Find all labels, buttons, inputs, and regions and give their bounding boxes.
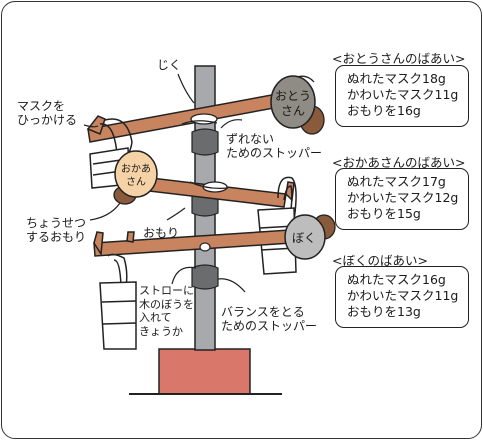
me-wet-mask: ぬれたマスク16g: [347, 272, 446, 287]
label-weight: おもり: [143, 226, 180, 240]
mother-weight-value: おもりを15g: [347, 206, 421, 221]
mother-weight-label-line2: さん: [126, 176, 146, 188]
father-weight-value: おもりを16g: [347, 103, 421, 118]
father-case-title: <おとうさんのばあい>: [332, 51, 466, 66]
mother-wet-mask: ぬれたマスク17g: [347, 174, 446, 189]
me-weight: [284, 214, 336, 260]
mother-weight: [113, 150, 158, 205]
leader-stopper-balance: [217, 278, 246, 293]
label-hook: マスクを ひっかける: [17, 99, 78, 127]
father-weight-label-line1: おとう: [275, 89, 311, 103]
leader-adjust-weight: [89, 202, 121, 221]
leader-shaft: [177, 73, 195, 104]
leader-stopper-slip: [220, 119, 243, 129]
stopper-3: [191, 264, 219, 290]
me-dry-mask: かわいたマスク11g: [347, 288, 459, 303]
father-dry-mask: かわいたマスク11g: [347, 87, 459, 102]
me-case-box: ぬれたマスク16g かわいたマスク11g おもりを13g: [335, 266, 469, 328]
arm-top: [86, 91, 291, 143]
mother-dry-mask: かわいたマスク12g: [347, 190, 459, 205]
me-weight-value: おもりを13g: [347, 304, 421, 319]
father-case-box: ぬれたマスク18g かわいたマスク11g おもりを16g: [335, 65, 469, 127]
stopper-1: [191, 128, 219, 156]
father-weight: [270, 75, 325, 135]
father-wet-mask: ぬれたマスク18g: [347, 71, 446, 86]
label-stopper-balance: バランスをとる ためのストッパー: [221, 305, 318, 333]
me-weight-label: ぼく: [292, 231, 316, 245]
leader-straw: [171, 266, 197, 285]
label-adjust-weight: ちょうせつ するおもり: [26, 216, 87, 244]
me-case-title: <ぼくのばあい>: [332, 253, 428, 268]
mask-bottom: [99, 253, 137, 350]
stand-base: [158, 348, 251, 395]
father-weight-label-line2: さん: [281, 104, 305, 118]
mother-case-title: <おかあさんのばあい>: [332, 155, 466, 170]
leader-weight: [166, 207, 186, 221]
leader-lines: [83, 73, 246, 293]
pole-stoppers: [191, 128, 219, 290]
mother-weight-label-line1: おかあ: [121, 163, 151, 175]
label-shaft: じく: [157, 58, 182, 72]
mother-case-box: ぬれたマスク17g かわいたマスク12g おもりを15g: [335, 168, 469, 230]
leader-hook: [83, 124, 99, 128]
label-straw: ストローに 木のぼうを 入れて きょうか: [139, 284, 194, 338]
label-stopper-slip: ずれない ためのストッパー: [226, 132, 323, 160]
